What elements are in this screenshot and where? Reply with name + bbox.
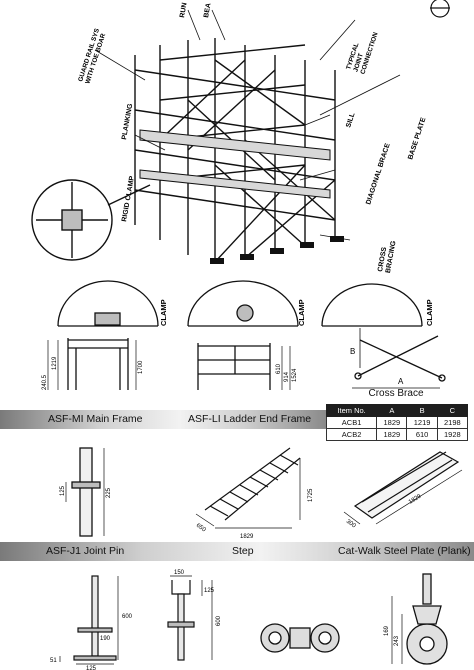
cross-brace-table: Item No. A B C ACB1 1829 1219 2198 ACB2 … bbox=[325, 404, 469, 441]
head-dim-c: 600 bbox=[216, 615, 222, 626]
jack-dim-d: 125 bbox=[86, 666, 97, 670]
ladder-frame-caption: ASF-LI Ladder End Frame bbox=[188, 413, 312, 425]
table-row: ACB2 1829 610 1928 bbox=[325, 428, 469, 441]
step-dim-a: 1725 bbox=[308, 488, 314, 502]
section-band-parts: ASF-J1 Joint Pin Step Cat-Walk Steel Pla… bbox=[0, 542, 474, 561]
main-frame-dim-a: 240.5 bbox=[42, 374, 48, 390]
joint-pin-dim-a: 125 bbox=[60, 485, 66, 496]
cross-brace-title: Cross Brace bbox=[368, 388, 424, 399]
main-frame-dim-b: 1219 bbox=[52, 356, 58, 370]
jack-dim-a: 600 bbox=[122, 614, 133, 620]
clamp-label-2: CLAMP bbox=[297, 299, 306, 326]
table-row: ACB1 1829 1219 2198 bbox=[325, 416, 469, 429]
bearer-label: BEA bbox=[203, 3, 212, 19]
caster-dim-a: 169 bbox=[384, 625, 390, 636]
table-cell: ACB1 bbox=[325, 416, 378, 429]
planking-label: PLANKING bbox=[121, 103, 134, 141]
plank-dim-a: 1829 bbox=[408, 493, 423, 506]
rigid-clamp-label: RIGID CLAMP bbox=[121, 175, 136, 222]
table-cell: ACB2 bbox=[325, 428, 378, 441]
scaffold-assembly-drawing: GUARD RAIL SYSWITH TOE BOAR RUN BEA TYPI… bbox=[31, 0, 450, 274]
step-dim-b: 1829 bbox=[240, 534, 254, 540]
main-frame-dim-c: 1700 bbox=[138, 360, 144, 374]
middle-parts-drawing: 125 225 1725 1829 650 bbox=[60, 447, 463, 540]
table-header: A bbox=[376, 404, 408, 417]
typical-joint-label: TYPICALJOINTCONNECTION bbox=[345, 27, 379, 76]
diagonal-brace-label: DIAGONAL BRACE bbox=[365, 142, 392, 205]
head-dim-b: 125 bbox=[204, 588, 215, 594]
table-header: B bbox=[406, 404, 438, 417]
clamp-label-3: CLAMP bbox=[425, 299, 434, 326]
table-cell: 1219 bbox=[406, 416, 438, 429]
guard-rail-text: GUARD RAIL SYSWITH TOE BOAR bbox=[77, 27, 108, 85]
table-cell: 1928 bbox=[436, 428, 469, 441]
ladder-frame-dim-c: 1524 bbox=[292, 368, 298, 382]
table-header-row: Item No. A B C bbox=[325, 404, 469, 417]
step-caption: Step bbox=[232, 545, 254, 557]
jack-dim-c: 190 bbox=[100, 636, 111, 642]
base-plate-label: BASE PLATE bbox=[407, 116, 427, 160]
step-dim-c: 650 bbox=[195, 523, 207, 534]
section-band-frames: ASF-MI Main Frame ASF-LI Ladder End Fram… bbox=[0, 410, 326, 429]
table-cell: 610 bbox=[406, 428, 438, 441]
plank-caption: Cat-Walk Steel Plate (Plank) bbox=[338, 545, 471, 557]
ladder-frame-dim-b: 914 bbox=[284, 371, 290, 382]
cross-brace-letter-a: A bbox=[398, 377, 404, 386]
jack-dim-b: 51 bbox=[50, 658, 57, 664]
joint-pin-caption: ASF-J1 Joint Pin bbox=[46, 545, 125, 557]
ladder-frame-dim-a: 610 bbox=[276, 363, 282, 374]
table-header: Item No. bbox=[325, 404, 378, 417]
table-cell: 1829 bbox=[376, 428, 408, 441]
runner-label: RUN bbox=[179, 2, 189, 18]
joint-pin-dim-b: 225 bbox=[106, 487, 112, 498]
cross-bracing-label: CROSSBRACING bbox=[377, 238, 398, 273]
head-dim-a: 150 bbox=[174, 570, 185, 576]
caster-dim-b: 243 bbox=[394, 635, 400, 646]
main-frame-caption: ASF-MI Main Frame bbox=[48, 413, 143, 425]
table-header: C bbox=[436, 404, 469, 417]
bottom-parts-drawing: 600 51 190 125 150 125 600 bbox=[50, 570, 448, 670]
table-cell: 1829 bbox=[376, 416, 408, 429]
sill-label: SILL bbox=[345, 111, 357, 128]
plank-dim-b: 300 bbox=[345, 519, 357, 530]
cross-brace-letter-b: B bbox=[350, 347, 355, 356]
table-cell: 2198 bbox=[436, 416, 469, 429]
frames-drawing: CLAMP CLAMP CLAMP 240.5 1219 1700 610 91… bbox=[42, 280, 446, 390]
clamp-label-1: CLAMP bbox=[159, 299, 168, 326]
